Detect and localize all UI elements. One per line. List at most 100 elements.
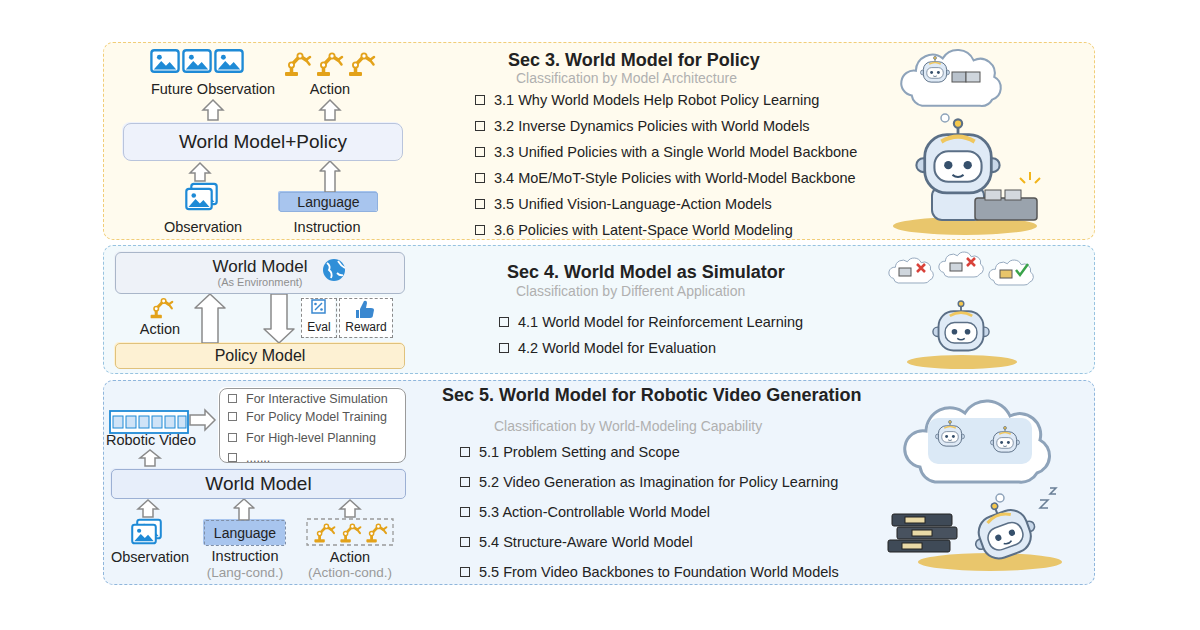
robot-arm-icon xyxy=(349,53,374,76)
robot-arm-icon xyxy=(317,53,342,76)
block-figure xyxy=(952,72,966,82)
section-item: 5.4 Structure-Aware World Model xyxy=(479,534,693,550)
eval-icon xyxy=(315,303,322,310)
hollow-arrow xyxy=(320,100,340,120)
checkbox-symbol xyxy=(475,121,485,131)
list-item: For High-level Planning xyxy=(246,430,376,446)
section-item: 5.1 Problem Setting and Scope xyxy=(479,444,680,460)
checkbox-symbol xyxy=(475,95,485,105)
section-item: 5.2 Video Generation as Imagination for … xyxy=(479,474,838,490)
section-item: 3.4 MoE/MoT-Style Policies with World-Mo… xyxy=(494,170,856,186)
robot-figure xyxy=(933,301,989,351)
image-icon xyxy=(186,189,211,209)
section-subtitle: Classification by World-Modeling Capabil… xyxy=(494,418,762,434)
section-item: 3.3 Unified Policies with a Single World… xyxy=(494,144,857,160)
box-fill xyxy=(278,191,377,211)
eval-icon xyxy=(314,303,317,306)
section-item: 3.6 Policies with Latent-Space World Mod… xyxy=(494,222,793,238)
image-icon xyxy=(215,50,242,72)
cloud-dot xyxy=(996,494,1004,502)
robot-arm-icon xyxy=(314,524,334,542)
robot-arm-icon xyxy=(340,524,360,542)
box-label: Policy Model xyxy=(215,347,306,365)
box-label: Eval xyxy=(307,321,330,335)
thumbs-up-icon xyxy=(356,301,374,318)
robot-arm-icon xyxy=(151,299,173,319)
list-item: For Policy Model Training xyxy=(246,409,387,425)
cross-mark xyxy=(917,264,925,272)
text-label: Observation xyxy=(111,549,189,566)
signal-box: Eval xyxy=(301,298,337,338)
check-mark xyxy=(1016,264,1028,275)
band-fill xyxy=(103,42,1095,240)
checkbox-symbol xyxy=(460,447,470,457)
section-item: 5.3 Action-Controllable World Model xyxy=(479,504,710,520)
box-label: World Model xyxy=(212,257,307,277)
band-fill xyxy=(103,380,1095,585)
sand-pile xyxy=(907,355,1017,369)
box-fill xyxy=(218,387,405,462)
process-box: Policy Model xyxy=(115,343,405,369)
text-label: Instruction xyxy=(294,219,361,236)
image-icon xyxy=(183,50,210,72)
robot-figure xyxy=(990,426,1019,452)
box-label: Reward xyxy=(345,321,386,335)
sleep-mark xyxy=(1040,488,1056,508)
spark-mark xyxy=(1020,172,1040,183)
film-strip-icon xyxy=(113,416,186,428)
text-label: Action xyxy=(330,549,370,566)
dashed-action-box xyxy=(307,519,393,545)
thought-cloud xyxy=(905,401,1050,482)
hollow-arrow xyxy=(340,500,360,517)
checkbox-symbol xyxy=(228,412,237,421)
box-label: World Model xyxy=(205,473,311,495)
block-figure xyxy=(950,263,962,271)
band-fill xyxy=(103,245,1095,374)
checkbox-symbol xyxy=(475,199,485,209)
thought-cloud xyxy=(939,252,984,277)
section-item: 5.5 From Video Backbones to Foundation W… xyxy=(479,564,839,580)
checkbox-symbol xyxy=(460,537,470,547)
hollow-arrow xyxy=(190,163,210,181)
globe-icon xyxy=(323,259,345,281)
image-icon xyxy=(132,525,156,544)
cloud-dot xyxy=(941,114,949,122)
box-label: Language xyxy=(297,194,359,210)
eval-icon xyxy=(312,300,325,313)
checkbox-symbol xyxy=(499,343,509,353)
text-label: (Action-cond.) xyxy=(308,565,392,581)
checkbox-symbol xyxy=(460,477,470,487)
box-label: World Model+Policy xyxy=(179,131,347,153)
checkbox-symbol xyxy=(228,394,237,403)
section-band: Sec 4. World Model as SimulatorClassific… xyxy=(103,245,1095,374)
hollow-arrow xyxy=(140,450,160,466)
use-list-box: For Interactive SimulationFor Policy Mod… xyxy=(219,388,406,463)
thought-cloud xyxy=(901,50,1001,106)
list-item: For Interactive Simulation xyxy=(246,391,388,407)
section-item: 3.2 Inverse Dynamics Policies with World… xyxy=(494,118,810,134)
section-item: 4.2 World Model for Evaluation xyxy=(518,340,716,356)
checkbox-symbol xyxy=(460,567,470,577)
process-box: World Model(As Environment) xyxy=(115,252,405,294)
dream-scene xyxy=(928,418,1032,464)
list-item: ....... xyxy=(246,450,270,466)
block-figure xyxy=(966,72,980,82)
checkbox-symbol xyxy=(460,507,470,517)
box-fill xyxy=(114,251,404,293)
hollow-arrow xyxy=(320,161,340,192)
thought-cloud xyxy=(889,258,934,283)
checkbox-symbol xyxy=(475,225,485,235)
text-label: Action xyxy=(140,321,180,338)
section-title: Sec 3. World Model for Policy xyxy=(508,49,760,71)
text-label: Action xyxy=(310,81,350,98)
section-item: 3.5 Unified Vision-Language-Action Model… xyxy=(494,196,772,212)
box-fill xyxy=(110,468,405,498)
hollow-arrow xyxy=(264,294,294,343)
section-subtitle: Classification by Different Application xyxy=(516,283,745,299)
globe-icon xyxy=(327,261,345,278)
checkbox-symbol xyxy=(475,173,485,183)
block-figure xyxy=(899,268,911,276)
hollow-arrow xyxy=(234,499,254,520)
robot-figure xyxy=(920,56,949,82)
